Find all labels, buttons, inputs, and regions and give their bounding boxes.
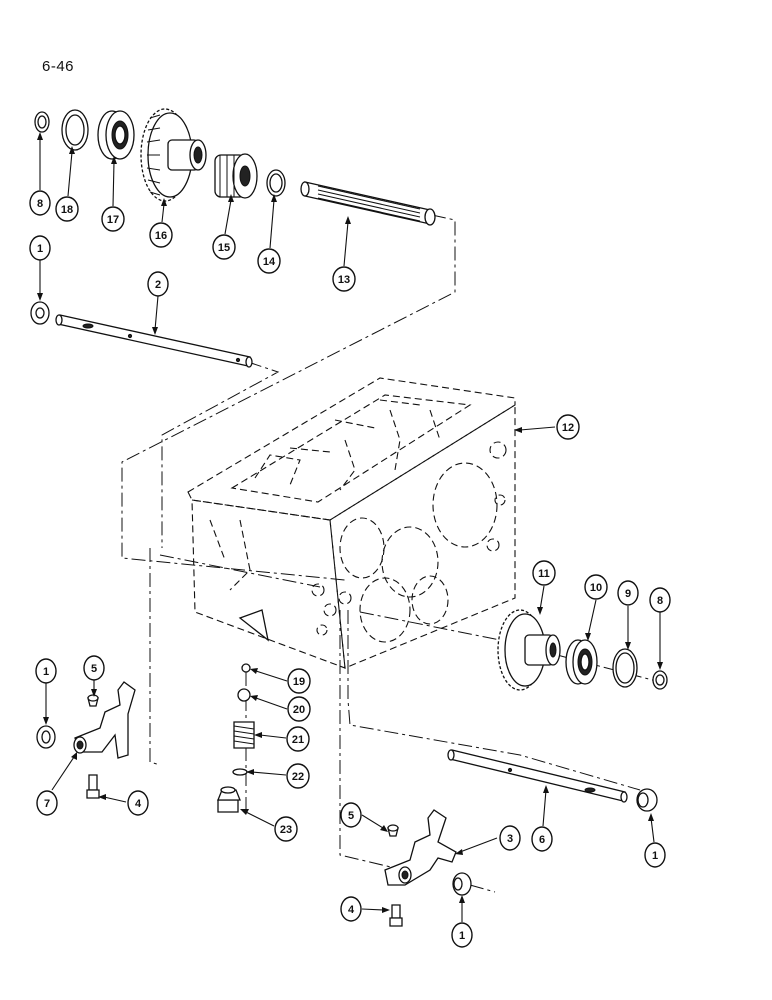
svg-text:17: 17 bbox=[107, 214, 119, 226]
svg-text:14: 14 bbox=[263, 256, 276, 268]
detent-ball-19 bbox=[241, 663, 251, 673]
callout-5-right: 5 bbox=[340, 802, 362, 828]
gear-15 bbox=[214, 153, 258, 199]
callout-1-right: 1 bbox=[644, 842, 666, 868]
svg-text:1: 1 bbox=[652, 850, 658, 862]
bearing-10 bbox=[565, 639, 598, 685]
washer-14 bbox=[266, 169, 286, 197]
gear-16 bbox=[140, 108, 207, 202]
shaft-13 bbox=[300, 181, 436, 226]
callout-20: 20 bbox=[287, 696, 311, 722]
callout-15: 15 bbox=[212, 234, 236, 260]
washer-22 bbox=[232, 768, 248, 776]
callout-4-right: 4 bbox=[340, 896, 362, 922]
svg-text:18: 18 bbox=[61, 204, 73, 216]
svg-text:6: 6 bbox=[539, 834, 545, 846]
svg-text:1: 1 bbox=[459, 930, 465, 942]
callout-11: 11 bbox=[532, 560, 556, 586]
ring-9 bbox=[612, 648, 638, 688]
callout-4-left: 4 bbox=[127, 790, 149, 816]
callout-12: 12 bbox=[556, 414, 580, 440]
transmission-housing bbox=[187, 377, 516, 669]
callout-6: 6 bbox=[531, 826, 553, 852]
svg-text:16: 16 bbox=[155, 230, 167, 242]
shift-rod-6 bbox=[447, 749, 658, 812]
leader-lines bbox=[37, 132, 663, 922]
shift-rod-2 bbox=[30, 301, 253, 368]
ring-18 bbox=[61, 109, 89, 151]
svg-text:5: 5 bbox=[91, 663, 97, 675]
callout-23: 23 bbox=[274, 816, 298, 842]
detent-ball-20 bbox=[237, 688, 251, 702]
svg-text:19: 19 bbox=[293, 676, 305, 688]
spring-21 bbox=[233, 721, 255, 749]
bearing-17 bbox=[97, 110, 135, 160]
svg-text:9: 9 bbox=[625, 588, 631, 600]
svg-text:8: 8 bbox=[657, 595, 663, 607]
callout-13: 13 bbox=[332, 266, 356, 292]
callout-2: 2 bbox=[147, 271, 169, 297]
svg-text:13: 13 bbox=[338, 274, 350, 286]
callout-9: 9 bbox=[617, 580, 639, 606]
callout-1-top: 1 bbox=[29, 235, 51, 261]
snap-ring-8-top bbox=[34, 111, 50, 133]
svg-text:3: 3 bbox=[507, 833, 513, 845]
callout-8-top: 8 bbox=[29, 190, 51, 216]
svg-text:20: 20 bbox=[293, 704, 305, 716]
svg-text:2: 2 bbox=[155, 279, 161, 291]
callout-1-left: 1 bbox=[35, 658, 57, 684]
snap-ring-8-right bbox=[652, 670, 668, 690]
svg-text:1: 1 bbox=[37, 243, 43, 255]
svg-text:7: 7 bbox=[44, 798, 50, 810]
svg-text:15: 15 bbox=[218, 242, 230, 254]
svg-text:12: 12 bbox=[562, 422, 574, 434]
callout-7: 7 bbox=[36, 790, 58, 816]
svg-text:22: 22 bbox=[292, 771, 304, 783]
callout-1-bottom: 1 bbox=[451, 922, 473, 948]
svg-text:10: 10 bbox=[590, 582, 602, 594]
callout-14: 14 bbox=[257, 248, 281, 274]
svg-text:4: 4 bbox=[135, 798, 142, 810]
svg-text:23: 23 bbox=[280, 824, 292, 836]
callout-3: 3 bbox=[499, 825, 521, 851]
shift-fork-3 bbox=[384, 809, 472, 927]
svg-text:4: 4 bbox=[348, 904, 355, 916]
svg-text:11: 11 bbox=[538, 568, 550, 580]
svg-text:21: 21 bbox=[292, 734, 304, 746]
svg-text:1: 1 bbox=[43, 666, 49, 678]
callout-5-left: 5 bbox=[83, 655, 105, 681]
callout-18: 18 bbox=[55, 196, 79, 222]
alignment-lines bbox=[59, 214, 661, 893]
callout-17: 17 bbox=[101, 206, 125, 232]
shift-fork-7 bbox=[36, 681, 136, 799]
page-number: 6-46 bbox=[42, 58, 75, 75]
callout-10: 10 bbox=[584, 574, 608, 600]
plug-23 bbox=[217, 786, 241, 813]
callout-16: 16 bbox=[149, 222, 173, 248]
callout-8-right: 8 bbox=[649, 587, 671, 613]
svg-text:5: 5 bbox=[348, 810, 354, 822]
svg-text:8: 8 bbox=[37, 198, 43, 210]
callout-21: 21 bbox=[286, 726, 310, 752]
callout-22: 22 bbox=[286, 763, 310, 789]
gear-11 bbox=[497, 609, 561, 691]
callout-19: 19 bbox=[287, 668, 311, 694]
